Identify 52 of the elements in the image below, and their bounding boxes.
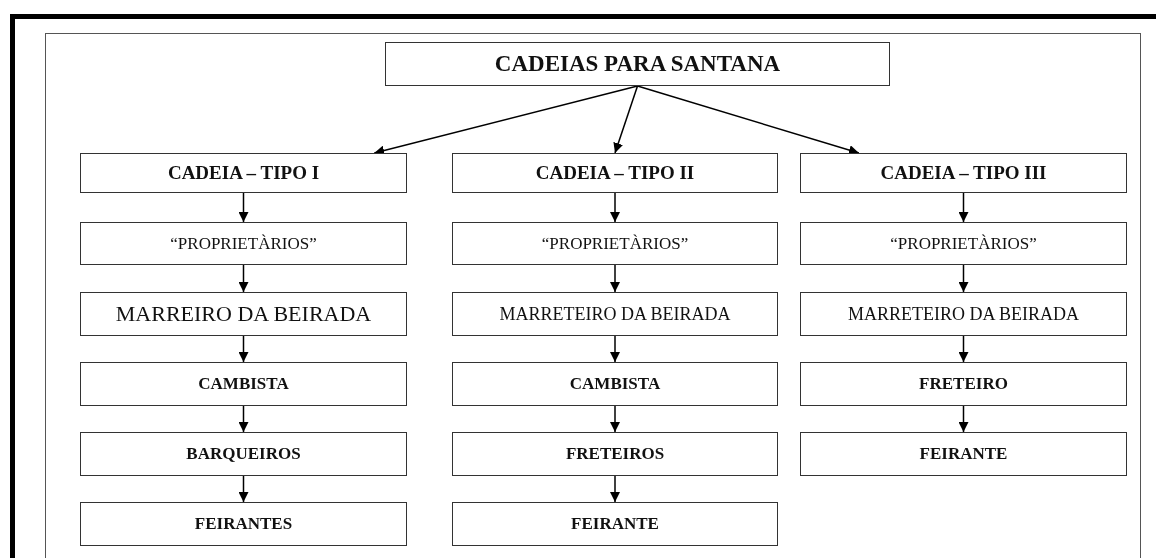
arrow	[238, 475, 249, 503]
process-box	[452, 432, 778, 476]
arrow	[610, 192, 620, 223]
node-label: “PROPRIETÀRIOS”	[890, 233, 1037, 254]
node-label: FRETEIRO	[919, 374, 1008, 394]
process-box	[452, 502, 778, 546]
node-label: FEIRANTE	[919, 444, 1008, 464]
arrow	[636, 85, 860, 155]
arrow	[238, 264, 249, 293]
arrow	[610, 405, 620, 433]
process-box	[800, 432, 1127, 476]
node-label: MARREIRO DA BEIRADA	[115, 301, 372, 327]
process-box	[80, 222, 407, 265]
node-label: FEIRANTES	[194, 514, 293, 534]
node-label: CADEIAS PARA SANTANA	[494, 51, 781, 77]
process-box	[80, 432, 407, 476]
arrow	[610, 264, 620, 293]
process-box	[80, 502, 407, 546]
arrow	[958, 335, 969, 363]
node-label: MARRETEIRO DA BEIRADA	[499, 303, 731, 325]
arrow	[958, 192, 969, 223]
arrow	[610, 335, 620, 363]
chain-header-box	[80, 153, 407, 193]
node-label: FRETEIROS	[565, 444, 665, 464]
process-box	[80, 362, 407, 406]
chain-header-box	[800, 153, 1127, 193]
chain-header-box	[452, 153, 778, 193]
node-label: “PROPRIETÀRIOS”	[541, 233, 689, 254]
node-label: “PROPRIETÀRIOS”	[170, 233, 317, 254]
process-box	[800, 292, 1127, 336]
arrow	[610, 475, 620, 503]
arrow	[238, 335, 249, 363]
node-label: CAMBISTA	[569, 374, 661, 394]
title-box	[385, 42, 890, 86]
node-label: CADEIA – TIPO III	[880, 162, 1047, 184]
arrow	[958, 264, 969, 293]
arrow	[238, 192, 249, 223]
node-label: BARQUEIROS	[186, 444, 301, 464]
node-label: CADEIA – TIPO I	[167, 162, 320, 184]
node-label: CADEIA – TIPO II	[535, 162, 695, 184]
arrow	[613, 85, 639, 154]
process-box	[452, 222, 778, 265]
node-label: MARRETEIRO DA BEIRADA	[848, 303, 1079, 325]
arrow	[238, 405, 249, 433]
node-label: FEIRANTE	[571, 514, 659, 534]
process-box	[80, 292, 407, 336]
process-box	[452, 292, 778, 336]
process-box	[452, 362, 778, 406]
process-box	[800, 222, 1127, 265]
node-label: CAMBISTA	[198, 374, 289, 394]
arrow	[958, 405, 969, 433]
process-box	[800, 362, 1127, 406]
